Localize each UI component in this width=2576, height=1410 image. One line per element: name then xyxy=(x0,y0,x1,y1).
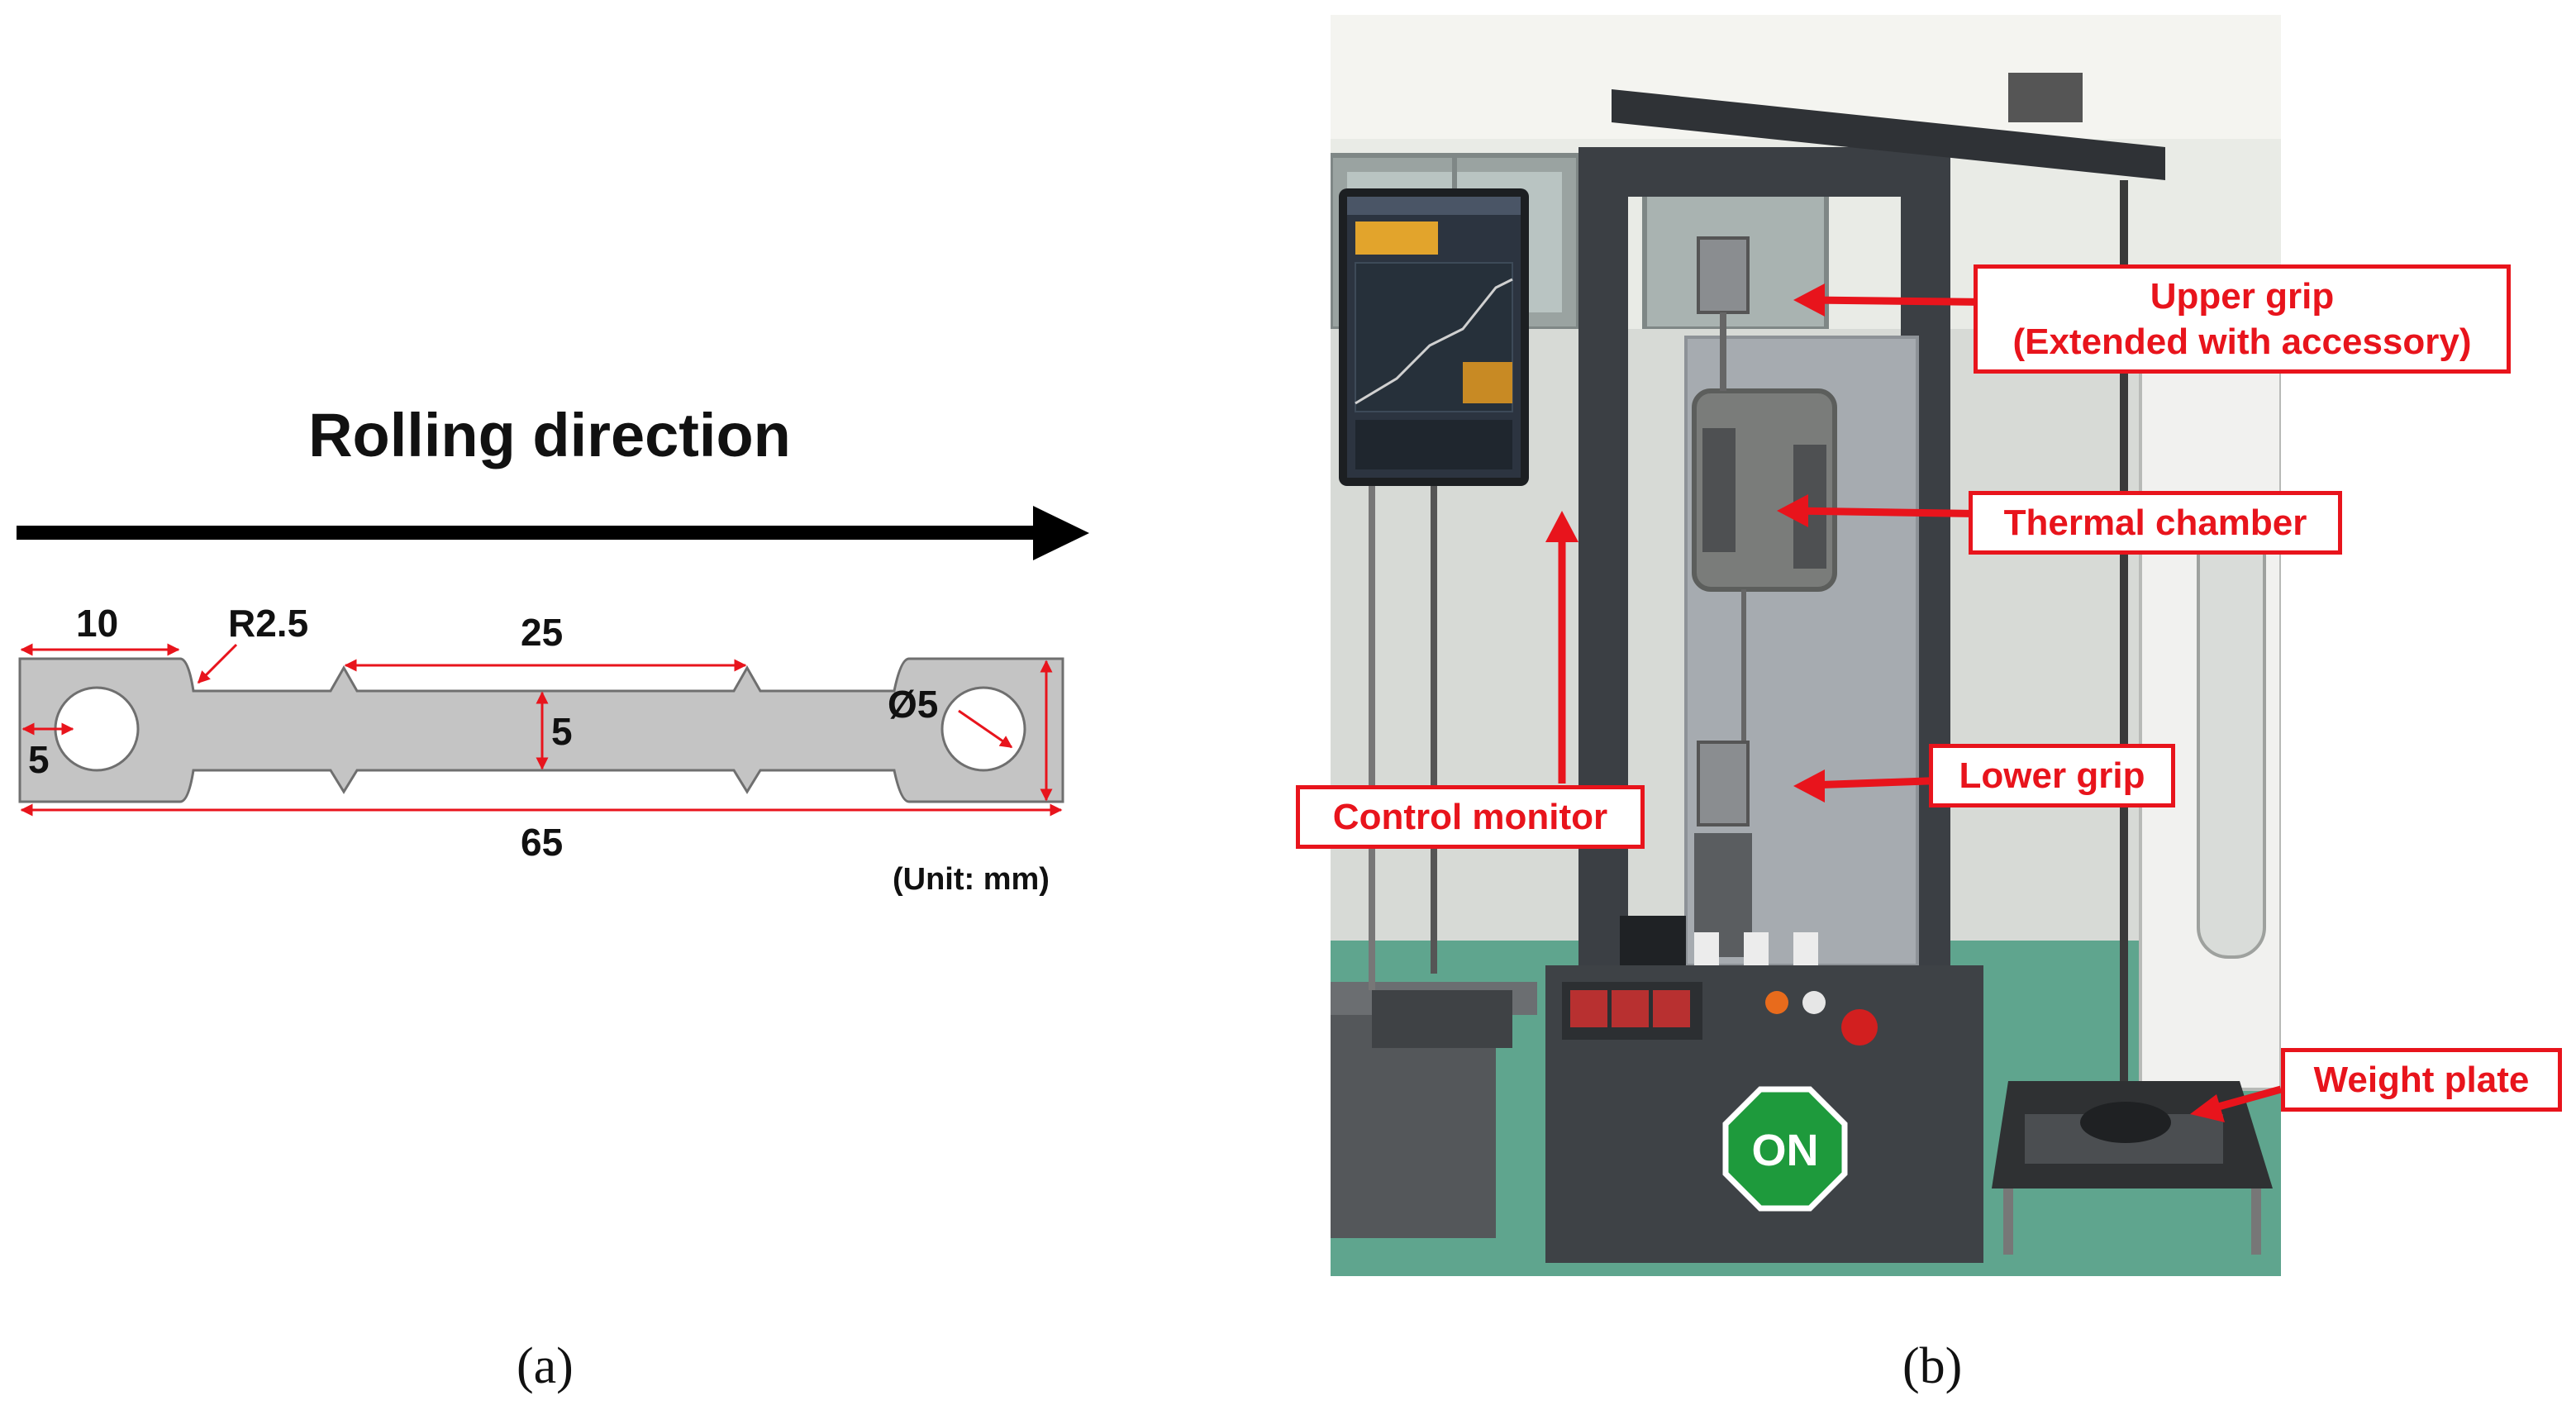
dim-grip-width: 10 xyxy=(76,602,119,645)
on-sign xyxy=(1722,1086,1848,1212)
callout-thermal-chamber: Thermal chamber xyxy=(1969,491,2342,555)
callout-upper-grip-line1: Upper grip xyxy=(2150,276,2335,317)
on-sign-text: ON xyxy=(1752,1126,1819,1175)
callout-control-monitor: Control monitor xyxy=(1296,785,1645,849)
rolling-direction-arrow xyxy=(17,506,1089,560)
dim-hole-diameter: Ø5 xyxy=(888,683,939,726)
upper-grip xyxy=(1697,236,1750,314)
caption-a: (a) xyxy=(517,1338,574,1394)
dim-hole-offset: 5 xyxy=(28,738,50,781)
lower-grip xyxy=(1697,741,1750,826)
lever-arm xyxy=(1612,89,2165,180)
callout-lower-grip: Lower grip xyxy=(1929,744,2175,807)
control-monitor xyxy=(1339,188,1529,974)
dim-gauge-width: 5 xyxy=(551,710,573,753)
unit-note: (Unit: mm) xyxy=(893,862,1050,897)
dim-total-length: 65 xyxy=(521,821,564,864)
callout-upper-grip-line2: (Extended with accessory) xyxy=(2012,322,2472,362)
dimension-lines xyxy=(20,643,1063,817)
dim-fillet-radius: R2.5 xyxy=(228,602,309,645)
emergency-stop xyxy=(1841,1009,1878,1046)
dim-gauge-length: 25 xyxy=(521,611,564,654)
weight-plate-assembly xyxy=(1992,1081,2273,1255)
creep-tester-photo: ON xyxy=(1331,15,2281,1276)
callout-upper-grip: Upper grip (Extended with accessory) xyxy=(1974,264,2511,374)
rolling-direction-title: Rolling direction xyxy=(308,401,791,469)
specimen-drawing xyxy=(17,506,1089,817)
caption-b: (b) xyxy=(1902,1338,1963,1394)
callout-weight-plate: Weight plate xyxy=(2281,1048,2562,1112)
